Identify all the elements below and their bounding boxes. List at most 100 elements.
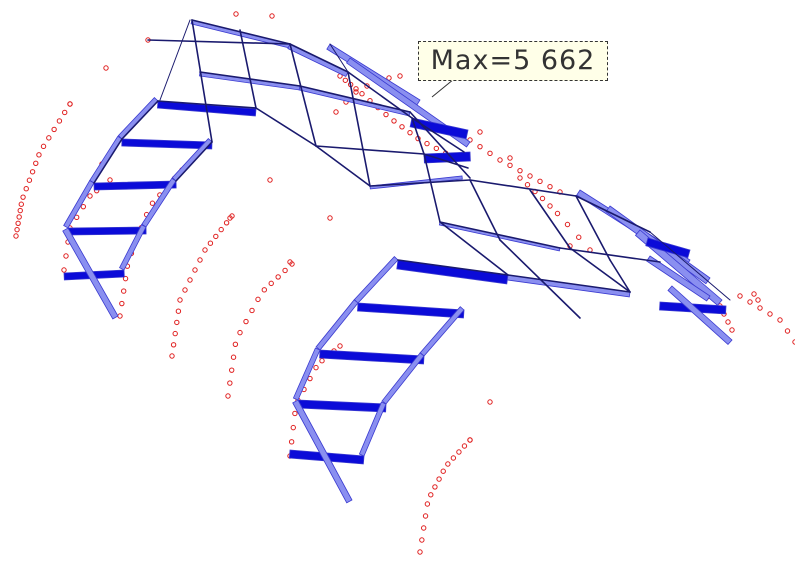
support-marker: [319, 358, 325, 364]
frame-member: [191, 19, 213, 143]
frame-members: [93, 19, 731, 319]
support-marker: [547, 203, 553, 209]
support-marker: [267, 177, 273, 183]
support-marker: [228, 367, 235, 373]
support-marker: [537, 178, 543, 185]
frame-member: [439, 221, 561, 249]
diagram-ribbon-major: [93, 180, 177, 191]
support-marker: [255, 296, 261, 303]
support-marker: [487, 399, 493, 405]
diagram-ribbon: [353, 256, 399, 304]
support-marker: [507, 155, 513, 161]
support-marker: [729, 327, 735, 333]
diagram-ribbon: [89, 135, 123, 184]
support-marker: [26, 177, 33, 183]
support-marker: [333, 109, 339, 115]
frame-member: [347, 71, 371, 187]
frame-member: [147, 39, 291, 45]
support-marker: [576, 234, 582, 240]
support-marker: [554, 210, 561, 217]
frame-member: [609, 259, 631, 293]
diagram-ribbon-major: [357, 302, 465, 319]
frame-member: [255, 107, 317, 147]
diagram-ribbon-major: [409, 117, 469, 140]
support-marker: [313, 364, 319, 371]
frame-member: [569, 247, 631, 293]
support-marker: [51, 126, 57, 133]
support-marker: [107, 177, 113, 183]
frame-member: [397, 259, 509, 276]
support-marker: [342, 77, 349, 83]
support-marker: [243, 318, 249, 325]
support-marker: [424, 140, 430, 147]
support-marker: [450, 455, 457, 461]
diagram-ribbon: [119, 224, 147, 271]
support-marker: [87, 193, 93, 199]
support-marker: [16, 214, 22, 220]
support-marker: [477, 143, 483, 150]
support-marker: [767, 311, 773, 317]
support-marker: [177, 297, 183, 303]
support-marker: [175, 308, 182, 314]
support-marker: [288, 439, 295, 445]
support-marker: [497, 157, 503, 163]
support-marker: [337, 343, 343, 349]
support-marker: [757, 305, 763, 311]
frame-member: [299, 85, 411, 113]
support-marker: [67, 101, 73, 107]
support-marker: [440, 468, 446, 474]
support-marker: [149, 200, 156, 206]
diagram-ribbon: [667, 285, 733, 346]
support-marker: [207, 240, 214, 246]
support-marker: [17, 207, 23, 214]
support-marker: [223, 220, 230, 226]
diagram-ribbon-major: [67, 226, 147, 236]
frame-member: [469, 179, 501, 241]
frame-member: [439, 221, 509, 276]
support-marker: [292, 410, 298, 417]
support-marker: [122, 275, 129, 282]
frame-member: [121, 100, 159, 140]
support-marker: [432, 484, 438, 490]
frame-member: [423, 153, 469, 169]
frame-member: [649, 231, 731, 301]
frame-member: [409, 111, 471, 179]
diagram-ribbon: [315, 299, 359, 351]
support-marker: [456, 449, 462, 455]
support-marker: [275, 274, 281, 280]
support-marker: [269, 13, 275, 19]
support-marker: [225, 393, 231, 399]
support-marker: [63, 253, 69, 259]
frame-member: [239, 29, 257, 109]
support-marker: [182, 287, 188, 293]
diagram-ribbon: [381, 352, 425, 405]
frame-member: [423, 153, 441, 223]
support-marker: [517, 175, 523, 181]
support-marker: [359, 91, 365, 97]
frame-member: [175, 141, 213, 182]
support-marker: [232, 341, 239, 348]
support-marker: [422, 513, 429, 519]
support-marker: [755, 297, 761, 303]
support-marker: [445, 461, 451, 467]
diagram-ribbon-major: [423, 151, 471, 164]
support-marker: [539, 195, 546, 202]
frame-member: [93, 138, 123, 184]
support-marker: [29, 169, 36, 175]
diagram-ribbon-major: [297, 399, 387, 413]
support-marker: [237, 329, 243, 336]
support-marker: [364, 83, 370, 89]
frame-member: [289, 43, 349, 73]
support-marker: [23, 186, 29, 192]
support-marker: [751, 291, 757, 297]
support-marker: [15, 220, 21, 226]
support-marker: [202, 247, 208, 253]
support-marker: [391, 118, 397, 124]
support-marker: [192, 267, 198, 273]
frame-member: [529, 189, 571, 249]
support-marker: [170, 342, 177, 348]
support-marker: [524, 182, 531, 188]
support-marker: [14, 226, 20, 233]
